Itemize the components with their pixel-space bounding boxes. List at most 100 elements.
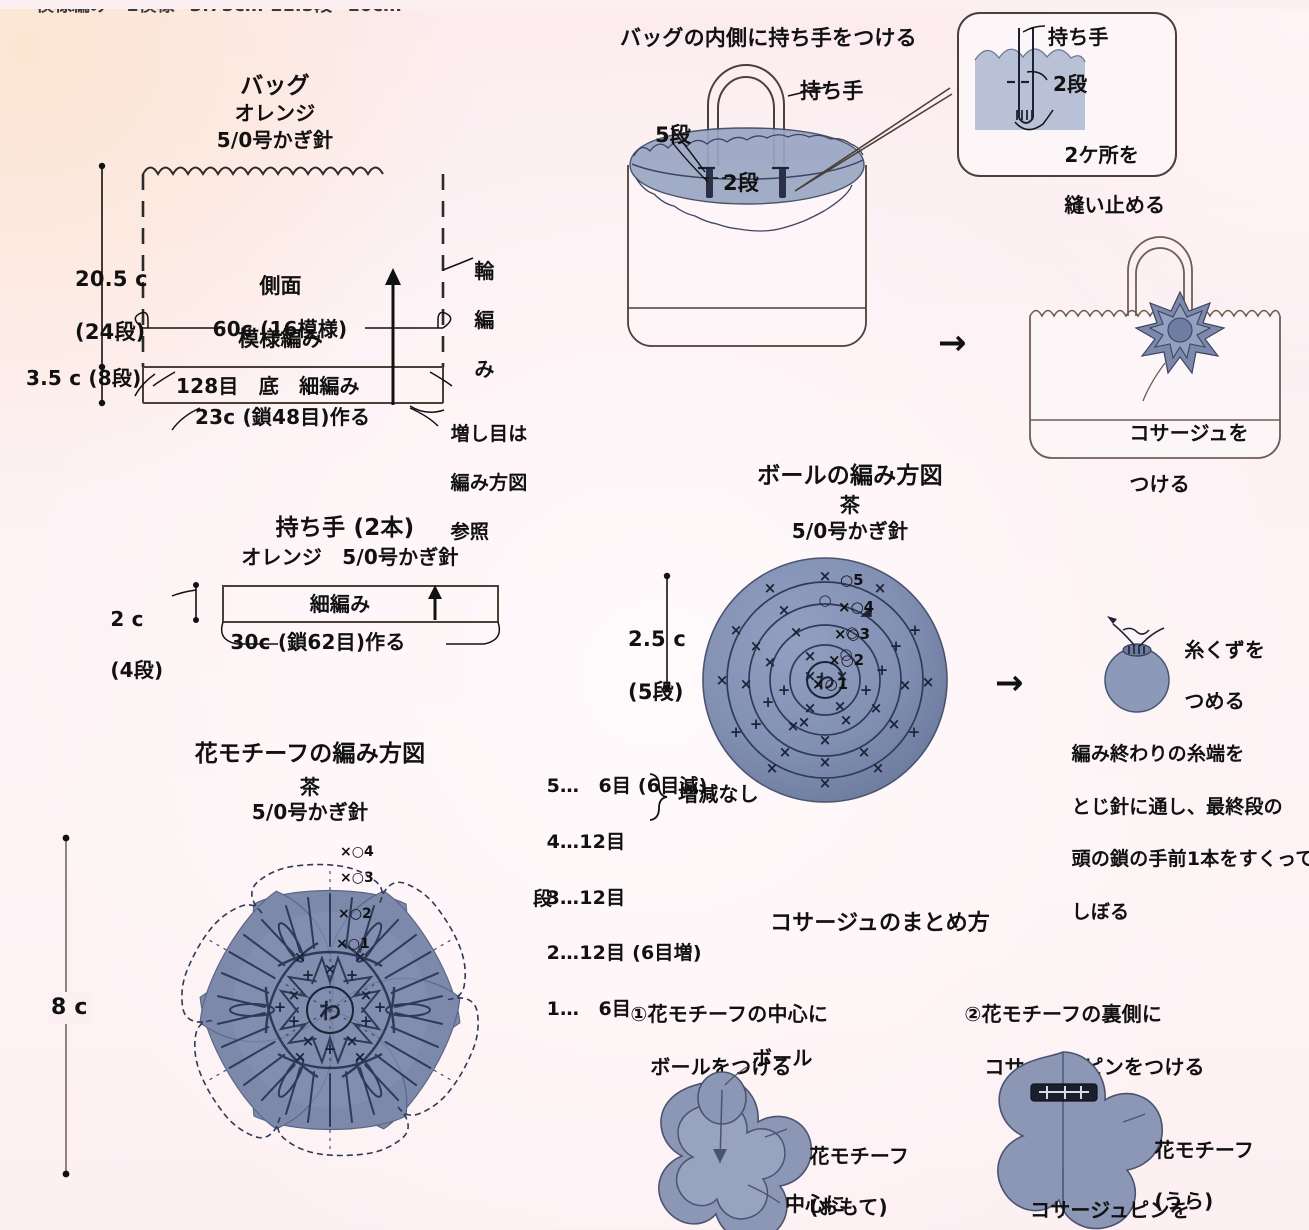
svg-text:×: ×: [360, 986, 373, 1004]
svg-text:×: ×: [716, 671, 729, 689]
ball-height-line2: (5段): [628, 680, 684, 705]
ball-height-line1: 2.5 c: [628, 627, 686, 652]
assembly-rows2-label: 2段: [723, 171, 760, 195]
ball-finish-line1: 編み終わりの糸端を: [1071, 743, 1245, 766]
svg-text:×: ×: [778, 601, 791, 619]
bag-width-label: 60c (16模様): [212, 317, 348, 341]
step1-center-label: 中心に: [785, 1192, 846, 1216]
flower-motif-color: 茶: [299, 775, 321, 799]
step2-motif-line1: 花モチーフ: [1154, 1137, 1255, 1162]
ball-stuff-line2: つめる: [1184, 688, 1245, 713]
svg-text:+: +: [750, 715, 763, 733]
svg-text:×: ×: [870, 699, 883, 717]
bag-base-height-label: 3.5 c (8段): [26, 366, 142, 390]
ball-finish-line3: 頭の鎖の手前1本をすくって: [1071, 848, 1309, 871]
svg-text:×: ×: [874, 579, 887, 597]
svg-text:×: ×: [819, 753, 832, 771]
svg-text:×: ×: [819, 731, 832, 749]
ball-row-4: 4…12目: [546, 830, 626, 853]
flower-motif-chart: わ ×+× +×+ ×+× + ×× ++ ×× ×○1 ×○2 ×○3 ×○4: [181, 844, 479, 1157]
svg-text:×: ×: [819, 774, 832, 792]
ball-stuff-line1: 糸くずを: [1184, 637, 1266, 662]
step1-line1: ①花モチーフの中心に: [630, 1002, 829, 1027]
step1-ball-label: ボール: [752, 1046, 813, 1070]
flower-motif-hook: 5/0号かぎ針: [251, 800, 369, 824]
ball-finish-line4: しぼる: [1071, 900, 1130, 923]
ball-finishing-text: 編み終わりの糸端を とじ針に通し、最終段の 頭の鎖の手前1本をすくって しぼる: [1058, 715, 1309, 925]
assembly-handle-label: 持ち手: [800, 79, 864, 103]
inset-sew-line1: 2ケ所を: [1064, 143, 1140, 167]
svg-text:×: ×: [888, 715, 901, 733]
svg-text:×○4: ×○4: [340, 844, 374, 860]
handle-height-line2: (4段): [110, 657, 164, 682]
svg-text:+: +: [909, 621, 922, 639]
svg-text:×: ×: [766, 759, 779, 777]
increase-note-line1: 増し目は: [450, 422, 528, 445]
svg-text:+: +: [346, 966, 359, 984]
bag-stitch-count-label: 128目 底 細編み: [176, 374, 360, 398]
svg-text:+: +: [302, 966, 315, 984]
svg-text:+: +: [762, 693, 775, 711]
flower-size-label: 8 c: [48, 992, 91, 1024]
svg-text:+: +: [274, 998, 287, 1016]
handle-foundation-label: 30c (鎖62目)作る: [230, 630, 406, 654]
inset-sew-label: 2ケ所を 縫い止める: [1050, 118, 1165, 218]
inset-rows2-label: 2段: [1053, 72, 1088, 96]
corsage-note-line2: つける: [1129, 471, 1190, 496]
svg-text:×: ×: [804, 699, 817, 717]
ball-height-label: 2.5 c (5段): [613, 600, 686, 706]
round-knit-line1: 輪: [474, 259, 495, 284]
ball-rows-bracket: [649, 773, 668, 821]
svg-text:×○3: ×○3: [834, 625, 870, 643]
inset-sew-line2: 縫い止める: [1064, 193, 1166, 217]
ball-row-2: 2…12目 (6目増): [546, 942, 702, 965]
svg-text:+: +: [860, 681, 873, 699]
bag-height-label: 20.5 c (24段): [60, 240, 148, 346]
svg-text:×○2: ×○2: [338, 906, 372, 922]
svg-text:+: +: [288, 1012, 301, 1030]
ball-stuff-note: 糸くずを つめる: [1170, 612, 1265, 714]
svg-text:×: ×: [294, 1048, 307, 1066]
svg-text:×: ×: [764, 653, 777, 671]
svg-text:×: ×: [730, 621, 743, 639]
increase-note-line2: 編み方図: [450, 472, 528, 495]
step2-pin-label: コサージュピンを: [1030, 1198, 1190, 1222]
finished-bag-arrow: →: [938, 323, 967, 363]
svg-text:+: +: [908, 723, 921, 741]
ball-finish-line2: とじ針に通し、最終段の: [1071, 795, 1283, 818]
svg-text:+: +: [876, 661, 889, 679]
handle-schematic-title: 持ち手 (2本): [275, 515, 415, 541]
assembly-rows5-label: 5段: [655, 123, 692, 147]
bag-body-line1: 側面: [259, 274, 302, 299]
svg-text:×: ×: [764, 579, 777, 597]
inset-handle-label: 持ち手: [1048, 25, 1109, 49]
svg-text:×: ×: [819, 567, 832, 585]
svg-text:+: +: [324, 1040, 337, 1058]
handle-height-label: 2 c (4段): [96, 582, 163, 683]
svg-text:○: ○: [818, 591, 831, 609]
handle-body-label: 細編み: [309, 592, 371, 616]
corsage-assembly-title: コサージュのまとめ方: [769, 911, 991, 936]
svg-text:×○1: ×○1: [812, 675, 848, 693]
svg-text:×○3: ×○3: [340, 870, 374, 886]
bag-round-knit-note: 輪 編 み: [460, 235, 495, 381]
svg-text:×: ×: [804, 647, 817, 665]
svg-text:×: ×: [834, 697, 847, 715]
svg-text:+: +: [890, 637, 903, 655]
ball-finish-arrow: →: [995, 663, 1024, 703]
svg-text:+: +: [730, 723, 743, 741]
svg-text:×: ×: [779, 743, 792, 761]
svg-text:×: ×: [858, 743, 871, 761]
assembly-handles-heading: バッグの内側に持ち手をつける: [620, 26, 917, 50]
corsage-note-line1: コサージュを: [1129, 420, 1249, 445]
svg-text:×: ×: [740, 675, 753, 693]
finished-bag-corsage-note: コサージュを つける: [1115, 395, 1249, 497]
flower-motif-title: 花モチーフの編み方図: [194, 741, 426, 767]
svg-text:×: ×: [899, 676, 912, 694]
svg-text:×○4: ×○4: [838, 598, 874, 616]
bag-foundation-label: 23c (鎖48目)作る: [195, 405, 371, 429]
svg-text:わ: わ: [319, 1000, 341, 1025]
svg-text:×○2: ×○2: [828, 651, 864, 669]
svg-text:×○1: ×○1: [336, 936, 370, 952]
bag-schematic-title: バッグ: [240, 73, 310, 99]
